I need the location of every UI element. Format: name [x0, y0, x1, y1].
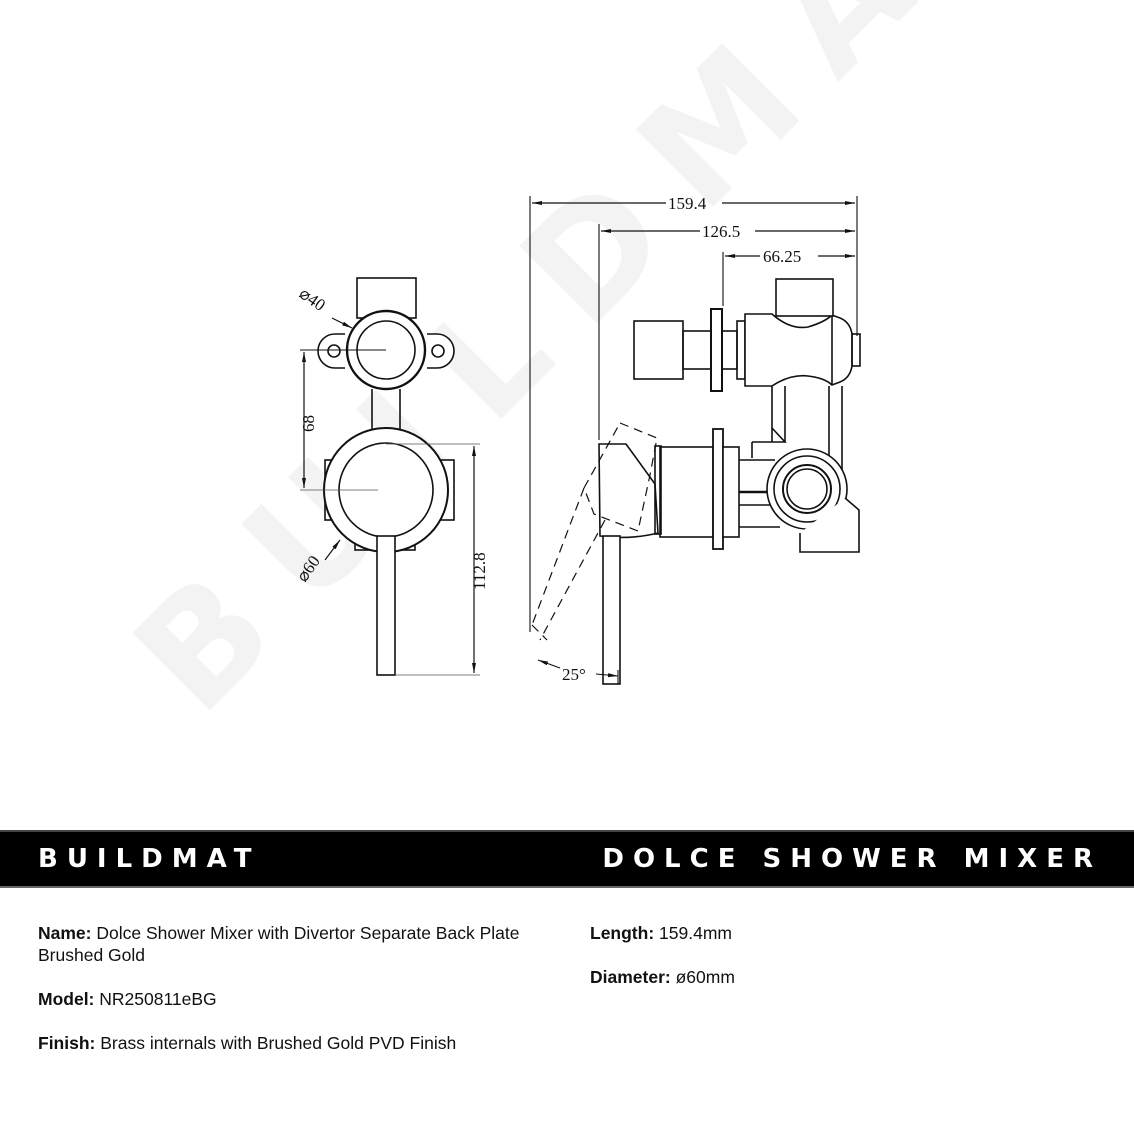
technical-drawing: BUILDMAT ⌀40 [102, 0, 1065, 745]
dim-top-diameter: ⌀40 [296, 284, 329, 315]
side-view [529, 196, 861, 685]
dim-lever-rotation: 25° [562, 665, 586, 684]
brand-name: BUILDMAT [38, 844, 261, 874]
front-view [300, 277, 480, 676]
spec-name: Name: Dolce Shower Mixer with Divertor S… [38, 923, 520, 965]
svg-text:BUILDMAT: BUILDMAT [102, 0, 1065, 745]
dim-plate-to-back: 126.5 [702, 222, 740, 241]
watermark: BUILDMAT [102, 0, 1065, 745]
title-banner: BUILDMAT DOLCE SHOWER MIXER [0, 830, 1134, 888]
product-title: DOLCE SHOWER MIXER [602, 844, 1102, 874]
spec-length: Length: 159.4mm [590, 923, 732, 943]
dim-center-spacing: 68 [299, 415, 318, 432]
spec-diameter: Diameter: ø60mm [590, 967, 735, 987]
spec-model: Model: NR250811eBG [38, 989, 217, 1009]
spec-finish: Finish: Brass internals with Brushed Gol… [38, 1033, 457, 1053]
dim-overall-length: 159.4 [668, 194, 707, 213]
dim-body-depth: 66.25 [763, 247, 801, 266]
specs-right-column: Length: 159.4mm Diameter: ø60mm [590, 922, 1010, 1010]
specs-left-column: Name: Dolce Shower Mixer with Divertor S… [38, 922, 568, 1076]
dim-height: 112.8 [470, 552, 489, 590]
